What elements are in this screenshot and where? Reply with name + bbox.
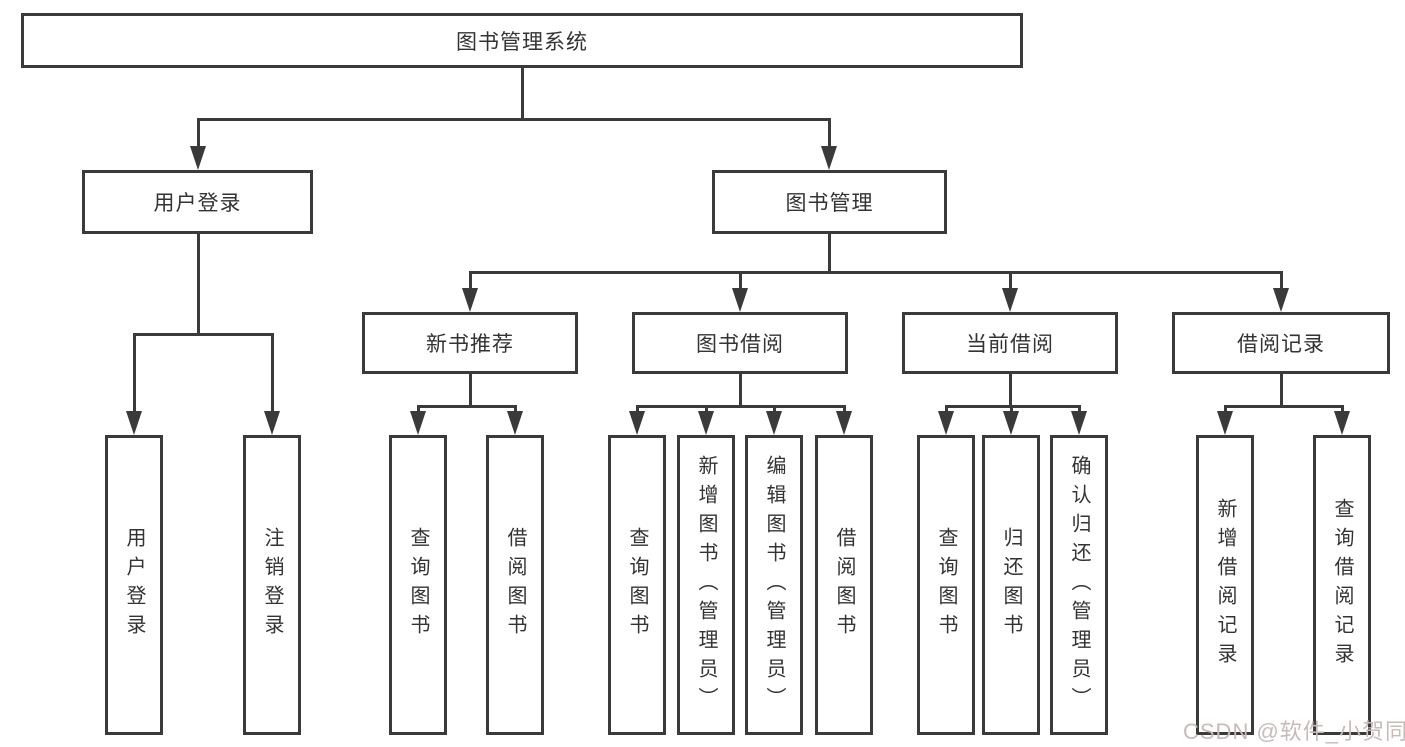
watermark: CSDN @软件_小贺同学 <box>1183 719 1405 744</box>
arrow-down-icon <box>821 146 837 170</box>
connector-drop-newbook <box>469 271 472 291</box>
leaf-add-borrow-record: 新增借阅记录 <box>1196 435 1254 735</box>
connector-user-stub <box>197 233 200 336</box>
connector-records-stub <box>1280 374 1283 408</box>
arrow-down-icon <box>507 411 523 435</box>
node-current-borrow: 当前借阅 <box>902 312 1118 374</box>
leaf-logout: 注销登录 <box>243 435 301 735</box>
connector-rail-newbook <box>417 405 517 408</box>
connector-drop-book <box>828 118 831 148</box>
connector-drop-user-leaf2 <box>271 333 274 413</box>
arrow-down-icon <box>264 411 280 435</box>
connector-drop-records <box>1280 271 1283 291</box>
arrow-down-icon <box>1002 288 1018 312</box>
arrow-down-icon <box>938 411 954 435</box>
connector-drop-user <box>197 118 200 148</box>
arrow-down-icon <box>698 411 714 435</box>
connector-borrow-stub <box>739 374 742 408</box>
arrow-down-icon <box>410 411 426 435</box>
arrow-down-icon <box>126 411 142 435</box>
arrow-down-icon <box>732 288 748 312</box>
arrow-down-icon <box>629 411 645 435</box>
connector-rail-records <box>1224 405 1344 408</box>
arrow-down-icon <box>190 146 206 170</box>
connector-rail-user <box>133 333 274 336</box>
leaf-query-books-current: 查询图书 <box>917 435 975 735</box>
leaf-return-books: 归还图书 <box>982 435 1040 735</box>
connector-current-stub <box>1009 374 1012 408</box>
arrow-down-icon <box>1217 411 1233 435</box>
connector-root-stub <box>521 68 524 121</box>
arrow-down-icon <box>836 411 852 435</box>
connector-drop <box>843 405 846 415</box>
leaf-query-books-borrow: 查询图书 <box>608 435 666 735</box>
leaf-confirm-return-admin: 确认归还（管理员） <box>1050 435 1108 735</box>
connector-rail-current <box>945 405 1081 408</box>
leaf-borrow-books: 借阅图书 <box>815 435 873 735</box>
node-book-borrow: 图书借阅 <box>632 312 848 374</box>
connector-drop <box>1010 405 1013 415</box>
connector-drop <box>945 405 948 415</box>
leaf-borrow-books-newbook: 借阅图书 <box>486 435 544 735</box>
connector-rail-level2 <box>197 118 831 121</box>
arrow-down-icon <box>1334 411 1350 435</box>
connector-book-stub <box>828 234 831 274</box>
arrow-down-icon <box>1003 411 1019 435</box>
connector-drop <box>1341 405 1344 415</box>
connector-drop <box>1224 405 1227 415</box>
node-new-book-recommend: 新书推荐 <box>362 312 578 374</box>
connector-rail-level3 <box>469 271 1283 274</box>
connector-rail-borrow <box>636 405 846 408</box>
connector-newbook-stub <box>469 374 472 408</box>
connector-drop-user-leaf1 <box>133 333 136 413</box>
arrow-down-icon <box>766 411 782 435</box>
connector-drop <box>1078 405 1081 415</box>
connector-drop-borrow <box>739 271 742 291</box>
arrow-down-icon <box>1273 288 1289 312</box>
connector-drop-current <box>1009 271 1012 291</box>
leaf-user-login: 用户登录 <box>105 435 163 735</box>
node-borrow-records: 借阅记录 <box>1172 312 1390 374</box>
leaf-add-books-admin: 新增图书（管理员） <box>677 435 735 735</box>
arrow-down-icon <box>462 288 478 312</box>
connector-drop <box>514 405 517 415</box>
connector-drop <box>417 405 420 415</box>
node-book-management: 图书管理 <box>712 170 947 234</box>
connector-drop <box>773 405 776 415</box>
node-user-login: 用户登录 <box>82 170 313 234</box>
arrow-down-icon <box>1071 411 1087 435</box>
leaf-edit-books-admin: 编辑图书（管理员） <box>745 435 803 735</box>
leaf-query-books-newbook: 查询图书 <box>389 435 447 735</box>
connector-drop <box>636 405 639 415</box>
node-library-system: 图书管理系统 <box>21 13 1023 68</box>
connector-drop <box>705 405 708 415</box>
leaf-query-borrow-record: 查询借阅记录 <box>1313 435 1371 735</box>
